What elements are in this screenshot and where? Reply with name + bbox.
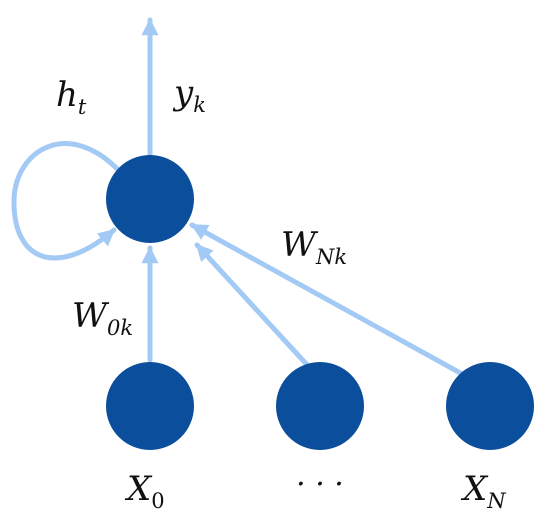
input-label-last: XN: [460, 469, 506, 513]
input-label-first: X0: [124, 469, 165, 513]
input-node-x0: [106, 362, 194, 450]
neuron-node: [106, 155, 194, 243]
output-label: yk: [172, 73, 206, 117]
input-node-middle: [276, 362, 364, 450]
nodes: [106, 155, 534, 450]
edge-xn-to-neuron: [189, 222, 476, 383]
edges: [11, 17, 476, 383]
weight-label-first: W0k: [72, 296, 133, 340]
recurrent-loop-edge: [11, 141, 127, 261]
input-node-xn: [446, 362, 534, 450]
input-ellipsis-label: · · ·: [296, 467, 344, 502]
edge-middle-to-neuron: [194, 242, 313, 371]
hidden-state-label: ht: [56, 75, 87, 119]
weight-label-last: WNk: [281, 225, 347, 269]
